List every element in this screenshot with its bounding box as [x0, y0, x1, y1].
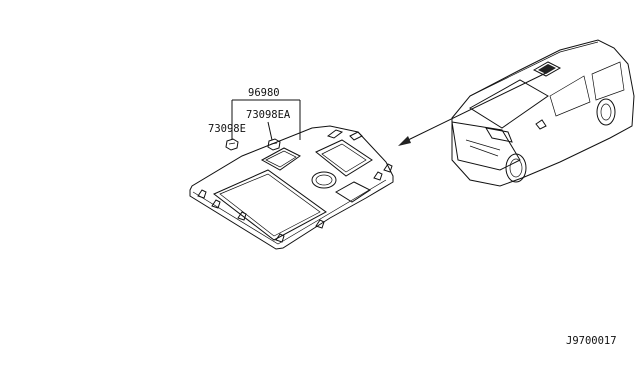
clip-73098E: [225, 138, 239, 151]
part-label-73098EA: 73098EA: [246, 109, 291, 121]
vehicle-illustration: [451, 39, 635, 187]
reference-arrow: [398, 71, 549, 146]
leader-lines: [231, 99, 301, 141]
roof-headliner-panel: [189, 125, 394, 250]
part-label-96980: 96980: [248, 87, 280, 99]
diagram-code: J9700017: [566, 335, 617, 347]
part-label-73098E: 73098E: [208, 123, 246, 135]
